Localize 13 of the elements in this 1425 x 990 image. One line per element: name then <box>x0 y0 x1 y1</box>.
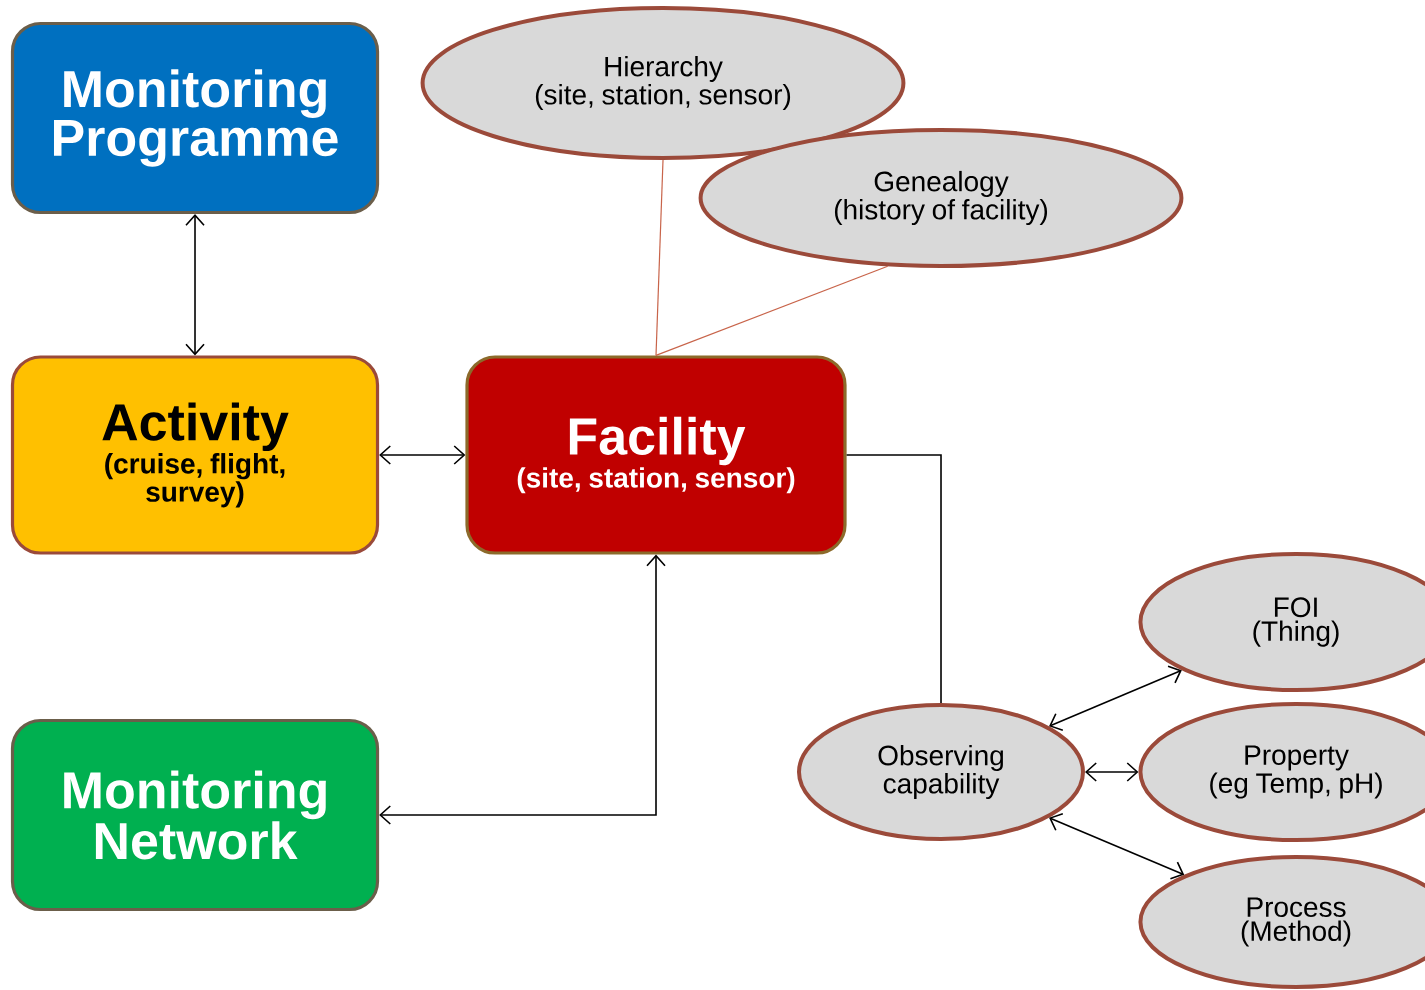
process-box: Monitoring Network <box>10 718 380 912</box>
arrow <box>1049 812 1185 880</box>
connector-line <box>655 265 889 356</box>
connector-line <box>655 159 664 356</box>
process-box: Monitoring Programme <box>10 21 380 215</box>
connector-line <box>845 454 942 704</box>
arrow <box>1085 762 1139 782</box>
arrow <box>379 445 466 465</box>
process-box: Activity (cruise, flight, survey) <box>10 355 380 555</box>
arrow <box>1049 665 1182 732</box>
arrow <box>185 214 205 356</box>
process-box: Facility (site, station, sensor) <box>465 355 847 555</box>
arrow <box>379 554 666 825</box>
